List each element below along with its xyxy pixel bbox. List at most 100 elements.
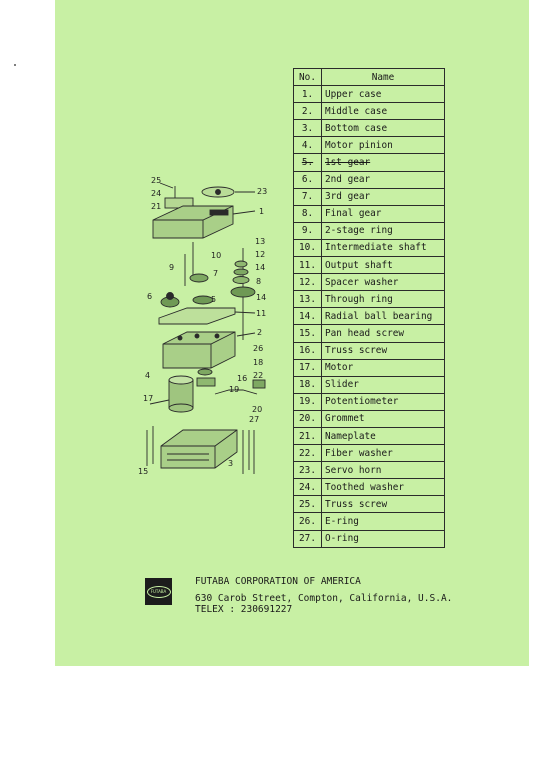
part-name: Slider [321, 375, 445, 394]
part-number: 16. [293, 341, 322, 360]
callout: 16 [237, 374, 247, 383]
callout: 14 [256, 293, 266, 302]
table-header-row: No. Name [293, 67, 445, 87]
callout: 20 [252, 405, 262, 414]
table-row: 9.2-stage ring [293, 221, 445, 240]
part-name: Upper case [321, 85, 445, 104]
table-row: 12.Spacer washer [293, 273, 445, 292]
callout: 19 [229, 385, 239, 394]
callout: 3 [228, 459, 233, 468]
part-name: 2-stage ring [321, 221, 445, 240]
callout: 12 [255, 250, 265, 259]
table-row: 3.Bottom case [293, 119, 445, 138]
part-number: 26. [293, 512, 322, 531]
part-number: 23. [293, 461, 322, 480]
part-name: Bottom case [321, 119, 445, 138]
speck [14, 64, 16, 66]
column-header-name: Name [321, 67, 445, 87]
part-number: 4. [293, 136, 322, 155]
part-number: 11. [293, 256, 322, 275]
table-row: 25.Truss screw [293, 495, 445, 514]
callout: 4 [145, 371, 150, 380]
part-name: Output shaft [321, 256, 445, 275]
part-name: Truss screw [321, 495, 445, 514]
part-name: Motor [321, 358, 445, 377]
callout: 7 [213, 269, 218, 278]
part-number: 6. [293, 170, 322, 189]
part-number: 7. [293, 187, 322, 206]
part-name: O-ring [321, 529, 445, 548]
part-number: 24. [293, 478, 322, 497]
table-row: 23.Servo horn [293, 461, 445, 480]
part-number: 18. [293, 375, 322, 394]
table-row: 10.Intermediate shaft [293, 238, 445, 258]
part-name: Fiber washer [321, 444, 445, 463]
part-name: 1st gear [321, 153, 445, 172]
part-name: Potentiometer [321, 392, 445, 411]
callout: 21 [151, 202, 161, 211]
part-number: 17. [293, 358, 322, 377]
part-number: 14. [293, 307, 322, 326]
part-name: Intermediate shaft [321, 238, 445, 258]
part-name: Middle case [321, 102, 445, 121]
part-name: Grommet [321, 409, 445, 428]
part-name: Truss screw [321, 341, 445, 360]
callout: 6 [147, 292, 152, 301]
table-row: 5.1st gear [293, 153, 445, 172]
callout: 5 [211, 295, 216, 304]
company-block: FUTABA CORPORATION OF AMERICA 630 Carob … [195, 575, 452, 617]
part-number: 2. [293, 102, 322, 121]
callout: 11 [256, 309, 266, 318]
table-row: 24.Toothed washer [293, 478, 445, 497]
part-name: Motor pinion [321, 136, 445, 155]
part-number: 10. [293, 238, 322, 258]
callout-labels: 25 24 21 23 1 13 12 14 10 9 7 8 6 5 14 1… [138, 176, 267, 476]
callout: 27 [249, 415, 259, 424]
part-number: 1. [293, 85, 322, 104]
logo-wordmark: FUTABA [146, 585, 171, 598]
table-row: 15.Pan head screw [293, 324, 445, 343]
futaba-logo: FUTABA [145, 578, 172, 605]
callout: 9 [169, 263, 174, 272]
part-number: 27. [293, 529, 322, 548]
table-row: 26.E-ring [293, 512, 445, 531]
part-number: 8. [293, 204, 322, 223]
table-row: 4.Motor pinion [293, 136, 445, 155]
table-row: 1.Upper case [293, 85, 445, 104]
part-name: 3rd gear [321, 187, 445, 206]
company-name: FUTABA CORPORATION OF AMERICA [195, 576, 361, 587]
part-number: 9. [293, 221, 322, 240]
column-header-no: No. [293, 67, 322, 87]
table-row: 16.Truss screw [293, 341, 445, 360]
callout: 14 [255, 263, 265, 272]
callout: 22 [253, 371, 263, 380]
table-row: 11.Output shaft [293, 256, 445, 275]
part-name: Radial ball bearing [321, 307, 445, 326]
part-number: 13. [293, 290, 322, 309]
callout: 23 [257, 187, 267, 196]
callout: 17 [143, 394, 153, 403]
callout: 13 [255, 237, 265, 246]
table-row: 21.Nameplate [293, 426, 445, 446]
callout: 8 [256, 277, 261, 286]
callout: 18 [253, 358, 263, 367]
part-number: 22. [293, 444, 322, 463]
part-name: Servo horn [321, 461, 445, 480]
callout: 26 [253, 344, 263, 353]
table-row: 22.Fiber washer [293, 444, 445, 463]
part-number: 5. [293, 153, 322, 172]
part-number: 25. [293, 495, 322, 514]
callout: 2 [257, 328, 262, 337]
table-row: 19.Potentiometer [293, 392, 445, 411]
part-number: 20. [293, 409, 322, 428]
part-number: 19. [293, 392, 322, 411]
paper-sheet [55, 0, 529, 666]
callout: 1 [259, 207, 264, 216]
table-row: 18.Slider [293, 375, 445, 394]
table-row: 7.3rd gear [293, 187, 445, 206]
table-row: 2.Middle case [293, 102, 445, 121]
part-number: 15. [293, 324, 322, 343]
callout: 15 [138, 467, 148, 476]
table-row: 14.Radial ball bearing [293, 307, 445, 326]
